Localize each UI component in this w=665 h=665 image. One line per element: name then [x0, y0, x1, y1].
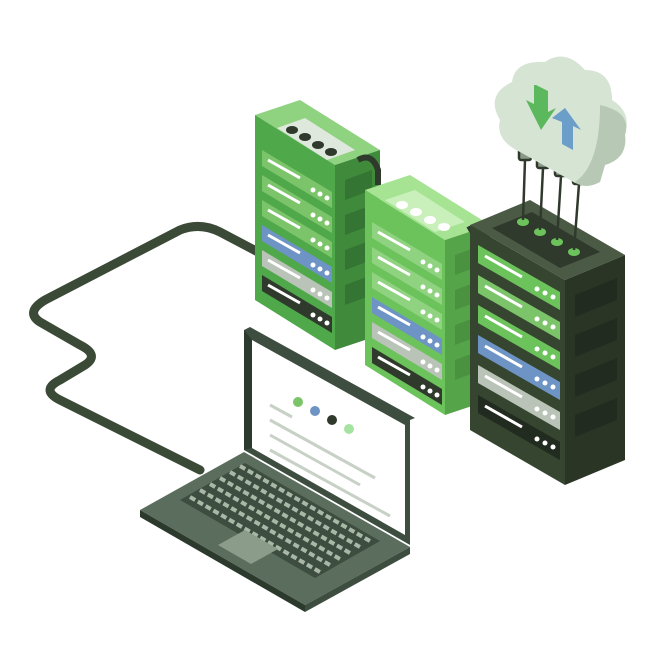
upload-arrow-icon: [552, 108, 581, 150]
network-cable: [29, 222, 263, 475]
keyboard: [189, 464, 371, 574]
laptop-screen-content: [269, 397, 391, 518]
server-rack-green: [255, 100, 380, 350]
server-rack-light-green: [365, 175, 490, 415]
laptop: [140, 327, 415, 612]
server-rack-dark: [470, 200, 625, 485]
download-arrow-icon: [526, 85, 556, 130]
trackpad: [218, 530, 278, 564]
